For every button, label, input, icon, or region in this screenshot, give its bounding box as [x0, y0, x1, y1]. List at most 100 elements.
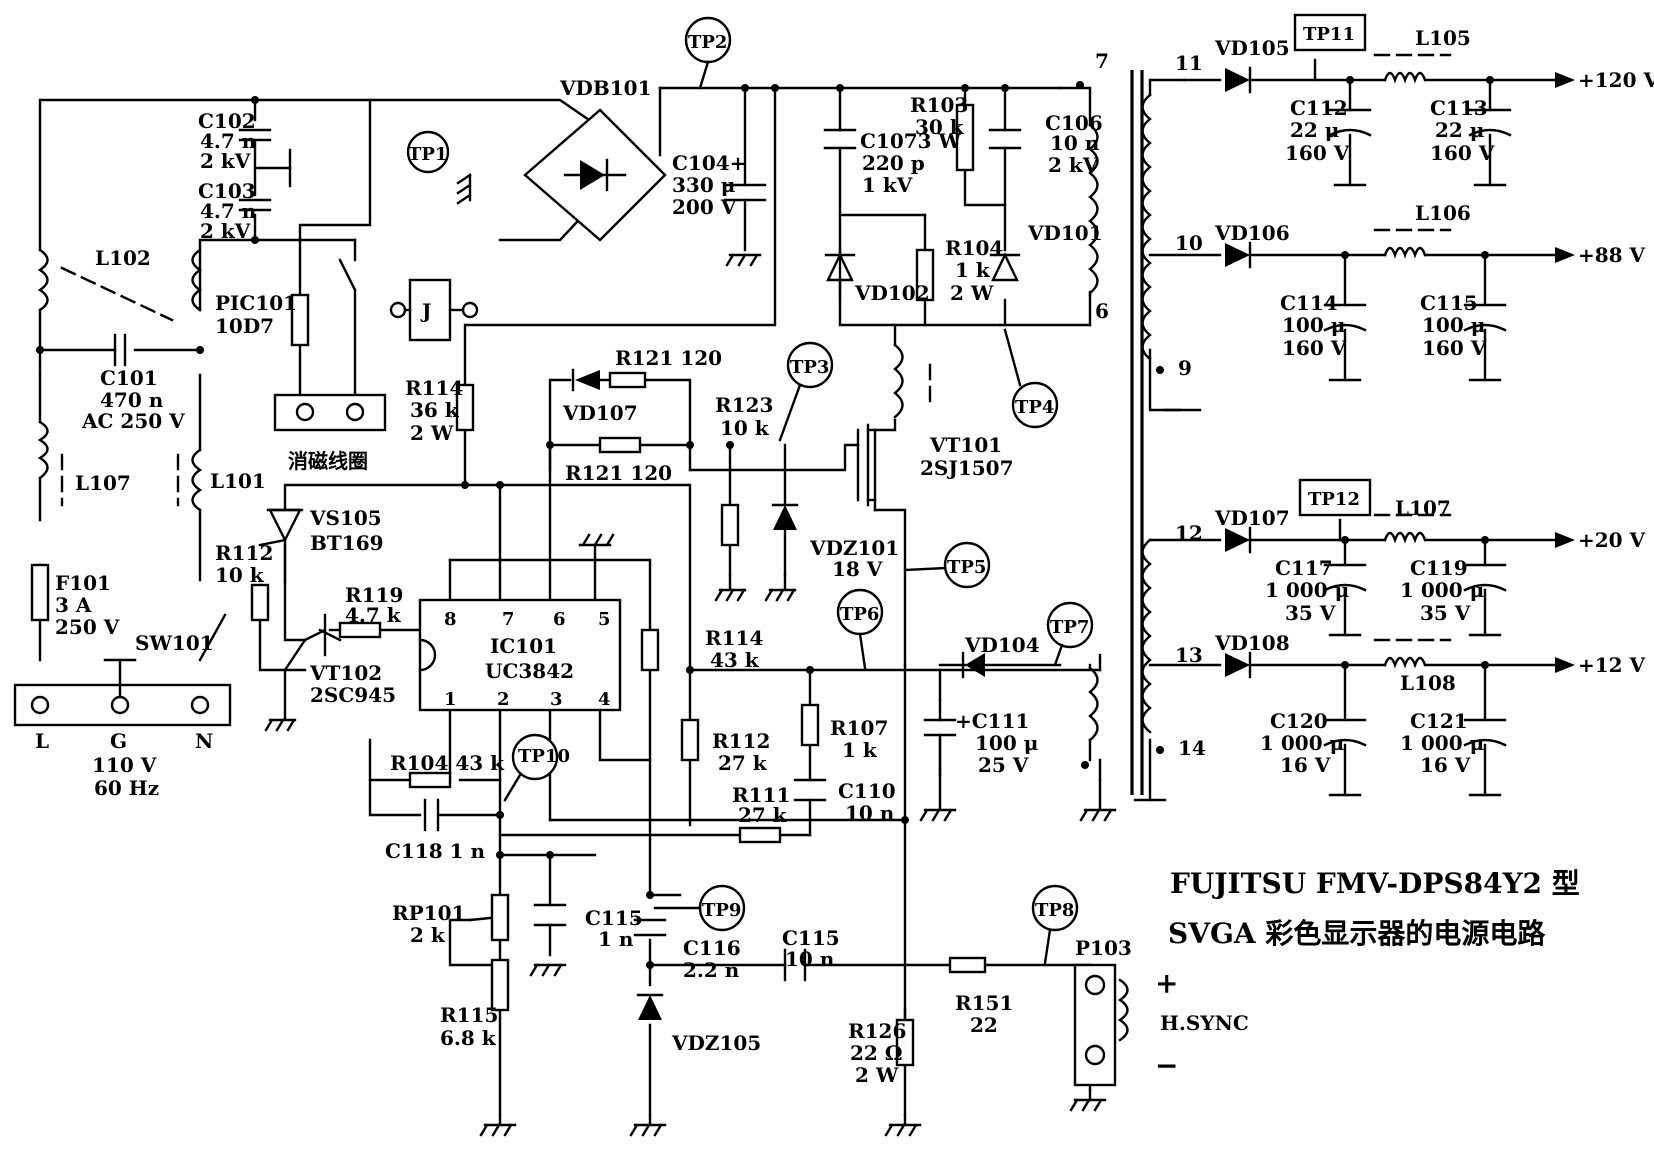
r104a-rating: 2 W: [950, 281, 994, 305]
c116-value: 2.2 n: [683, 958, 740, 982]
c121-name: C121: [1410, 709, 1468, 733]
l102-label: L102: [95, 246, 151, 270]
capacitor-c115a: [533, 903, 567, 927]
tp8-label: TP8: [1035, 900, 1074, 921]
ground-symbols: [264, 173, 1507, 1137]
c114-rating: 160 V: [1282, 336, 1347, 360]
diode-vd107: [1225, 526, 1252, 554]
c115-rating: 160 V: [1422, 336, 1487, 360]
output-88v: +88 V: [1578, 243, 1646, 267]
resistor-r112a: [250, 583, 270, 622]
transformer-core: [1130, 70, 1144, 795]
degauss-coil-label: 消磁线圈: [288, 449, 368, 473]
capacitor-c110: [793, 778, 827, 802]
r114b-value: 43 k: [710, 648, 760, 672]
c113-name: C113: [1430, 96, 1488, 120]
ptc-value: 10D7: [215, 314, 274, 338]
vd107-label: VD107: [1214, 506, 1290, 530]
vdz105-label: VDZ105: [671, 1031, 761, 1055]
resistor-r115: [490, 958, 510, 1012]
l107-label: L107: [75, 471, 131, 495]
r121a-label: R121 120: [615, 346, 722, 370]
tp11-label: TP11: [1303, 24, 1355, 45]
vdz101-value: 18 V: [832, 557, 883, 581]
fuse-voltage: 250 V: [55, 615, 120, 639]
ic-pin-6: 6: [553, 609, 566, 630]
c101-value: 470 n: [100, 388, 164, 412]
resistor-r114a: [455, 383, 475, 432]
connector-n-label: N: [195, 729, 213, 753]
pot-rp101: [490, 893, 510, 942]
capacitor-c107: [823, 128, 857, 150]
capacitor-c102: [238, 128, 272, 142]
c114-value: 100 μ: [1282, 313, 1345, 337]
resistor-r126: [895, 1018, 915, 1067]
r112a-value: 10 k: [215, 563, 265, 587]
vd101-label: VD101: [1027, 221, 1103, 245]
tp12-label: TP12: [1308, 489, 1360, 510]
rp101-name: RP101: [392, 901, 465, 925]
c116-name: C116: [683, 936, 741, 960]
switch-label: SW101: [135, 631, 214, 655]
ic-pin-7: 7: [502, 609, 515, 630]
c115b-name: C115: [782, 926, 840, 950]
mains-frequency: 60 Hz: [94, 776, 159, 800]
vt102-part: 2SC945: [310, 683, 396, 707]
r112b-value: 27 k: [718, 751, 768, 775]
ic-uc3842: [418, 598, 622, 712]
c112-name: C112: [1290, 96, 1348, 120]
tp5-label: TP5: [947, 557, 986, 578]
resistor-r107: [800, 703, 820, 747]
c112-rating: 160 V: [1285, 141, 1350, 165]
r115-name: R115: [440, 1003, 498, 1027]
rp101-value: 2 k: [410, 923, 446, 947]
scr-vs105: [266, 508, 304, 543]
c119-value: 1 000 μ: [1400, 578, 1484, 602]
c120-value: 1 000 μ: [1260, 731, 1344, 755]
capacitor-c116: [633, 918, 667, 937]
c115a-name: C115: [585, 906, 643, 930]
tx-pin-13: 13: [1175, 643, 1203, 667]
connector-l-label: L: [35, 729, 49, 753]
r115-value: 6.8 k: [440, 1026, 497, 1050]
c103-rating: 2 kV: [200, 219, 251, 243]
wiring: [38, 58, 1557, 1117]
r121b-label: R121 120: [565, 461, 672, 485]
tp6-label: TP6: [840, 604, 879, 625]
tp1-label: TP1: [408, 144, 447, 165]
r103-value: 30 k: [915, 115, 965, 139]
c104-rating: 200 V: [672, 195, 737, 219]
capacitor-c101: [113, 333, 127, 367]
ptc-name: PIC101: [215, 291, 297, 315]
ic-pin-2: 2: [497, 689, 510, 710]
resistor-r121b: [598, 436, 642, 454]
r114a-name: R114: [405, 376, 463, 400]
bridge-vdb101: [523, 108, 667, 242]
mosfet-vt101: [856, 423, 877, 507]
output-120v: +120 V: [1578, 68, 1654, 92]
vs105-name: VS105: [309, 506, 382, 530]
c115-name: C115: [1420, 291, 1478, 315]
l107-out-label: L107: [1395, 496, 1451, 520]
vd108-label: VD108: [1214, 631, 1290, 655]
c114-name: C114: [1280, 291, 1338, 315]
connector-p103: [1073, 963, 1117, 1087]
r103-name: R103: [910, 93, 968, 117]
capacitor-c111: [923, 698, 957, 777]
fuse-rating: 3 A: [55, 593, 92, 617]
c101-name: C101: [100, 366, 158, 390]
title-line2: SVGA 彩色显示器的电源电路: [1168, 917, 1546, 950]
hsync-minus: −: [1155, 1049, 1178, 1082]
diode-vd108: [1225, 651, 1252, 679]
capacitor-c118: [423, 798, 440, 832]
r123-value: 10 k: [720, 416, 770, 440]
tp7-label: TP7: [1050, 617, 1089, 638]
diode-vd105: [1225, 66, 1252, 94]
ic-pin-3: 3: [550, 689, 563, 710]
capacitor-c103: [238, 198, 272, 212]
c119-rating: 35 V: [1420, 601, 1471, 625]
vd106-label: VD106: [1214, 221, 1290, 245]
r119-value: 4.7 k: [345, 603, 402, 627]
tx-pin-10: 10: [1175, 231, 1203, 255]
r151-name: R151: [955, 991, 1013, 1015]
